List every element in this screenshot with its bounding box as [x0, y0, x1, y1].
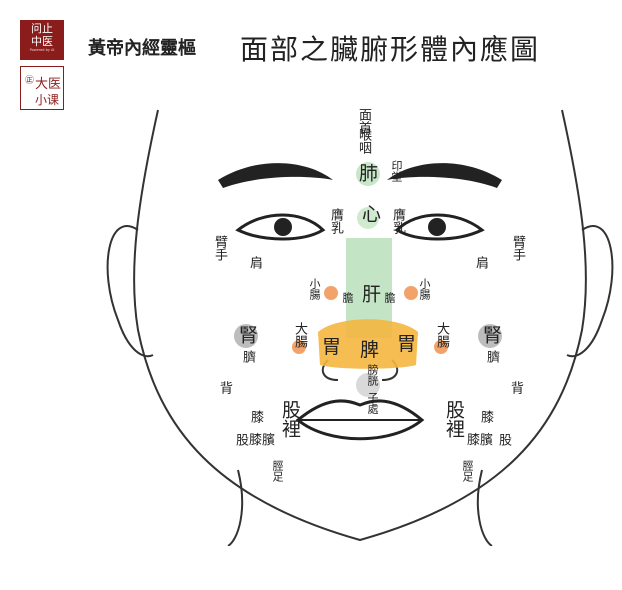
bladder-zone [356, 373, 380, 397]
brand-logo-tagline: Powered by AI [29, 48, 55, 52]
small-intestine-dot-right [404, 286, 418, 300]
label-jian-right: 肩 [473, 256, 488, 269]
diagram-title: 面部之臟腑形體內應圖 [240, 33, 541, 66]
left-pupil [274, 218, 292, 236]
heart-zone [357, 207, 379, 229]
label-jian-left: 肩 [247, 256, 262, 269]
label-bi-shou-right: 臂手 [510, 235, 525, 261]
organ-stomach-right: 胃 [397, 333, 417, 355]
brand-logo-bottom: ㊣ 大医 小课 [20, 66, 64, 110]
label-xi-bin-left: 膝臏 [249, 433, 276, 448]
label-xi-right: 膝 [478, 410, 493, 423]
zone-highlights [234, 162, 502, 397]
label-gu-li-left: 股裡 [279, 400, 301, 438]
label-gu-li-right: 股裡 [443, 400, 465, 438]
large-intestine-dot-left [292, 340, 306, 354]
right-pupil [428, 218, 446, 236]
label-jing-zu-right: 脛足 [461, 460, 474, 482]
label-ying-ru-left: 膺乳 [328, 208, 343, 234]
label-xi-left: 膝 [248, 410, 263, 423]
brand-logo-line1: 问止 [31, 22, 53, 35]
label-xiao-chang-right: 小腸 [418, 278, 431, 300]
label-xiao-chang-left: 小腸 [308, 278, 321, 300]
organ-spleen: 脾 [360, 339, 380, 361]
spleen-stomach-zone [318, 319, 418, 369]
label-dan-left: 膽 [341, 292, 354, 303]
organ-liver: 肝 [359, 284, 381, 303]
label-pang-guang: 膀胱 [366, 364, 379, 386]
organ-lung: 肺 [356, 163, 378, 182]
brand-logo2-line1: 大医 [35, 77, 62, 92]
lung-zone [356, 162, 380, 186]
right-ear [566, 225, 614, 358]
organ-kidney-left: 腎 [236, 325, 258, 344]
organ-kidney-right: 腎 [480, 325, 502, 344]
label-dan-right: 膽 [383, 292, 396, 303]
label-gu-left: 股 [233, 433, 248, 446]
label-mian-shou: 面首 [356, 108, 371, 134]
left-ear [106, 225, 154, 358]
label-zi-chu: 子處 [366, 392, 379, 414]
brand-logo-line2: 中医 [31, 35, 53, 48]
label-yin-tang: 印堂 [390, 160, 403, 182]
label-xi-bin-right: 膝臏 [467, 433, 494, 448]
label-hou-yan: 喉咽 [356, 128, 371, 154]
face-illustration [106, 109, 614, 546]
left-kidney-zone [234, 324, 258, 348]
label-bei-left: 背 [217, 381, 232, 394]
brand-seal-icon: ㊣ [25, 76, 35, 86]
label-bei-right: 背 [508, 381, 523, 394]
large-intestine-dot-right [434, 340, 448, 354]
right-eyebrow [387, 163, 502, 188]
face-outline [133, 109, 587, 542]
organ-heart: 心 [359, 204, 381, 223]
right-kidney-zone [478, 324, 502, 348]
label-qi-right: 臍 [484, 350, 499, 363]
neck-right [476, 469, 493, 546]
neck-left [227, 469, 244, 546]
brand-logo-top: 问止 中医 Powered by AI [20, 20, 64, 60]
brand-logo2-line2: 小课 [35, 93, 60, 107]
label-da-chang-right: 大腸 [434, 322, 449, 348]
small-intestine-dot-left [324, 286, 338, 300]
book-title: 黃帝內經靈樞 [88, 38, 196, 59]
label-ying-ru-right: 膺乳 [390, 208, 405, 234]
organ-stomach-left: 胃 [322, 336, 342, 358]
label-jing-zu-left: 脛足 [271, 460, 284, 482]
left-eyebrow [218, 163, 333, 188]
label-bi-shou-left: 臂手 [212, 235, 227, 261]
label-gu-right: 股 [496, 433, 511, 446]
label-qi-left: 臍 [240, 350, 255, 363]
label-da-chang-left: 大腸 [292, 322, 307, 348]
